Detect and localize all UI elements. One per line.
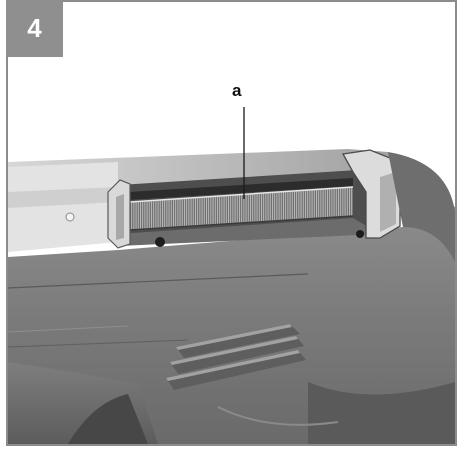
callout-label-a: a <box>232 81 242 100</box>
figure-number-badge: 4 <box>6 0 63 57</box>
photo-frame <box>6 0 457 446</box>
staple-magazine-photo <box>8 2 455 444</box>
